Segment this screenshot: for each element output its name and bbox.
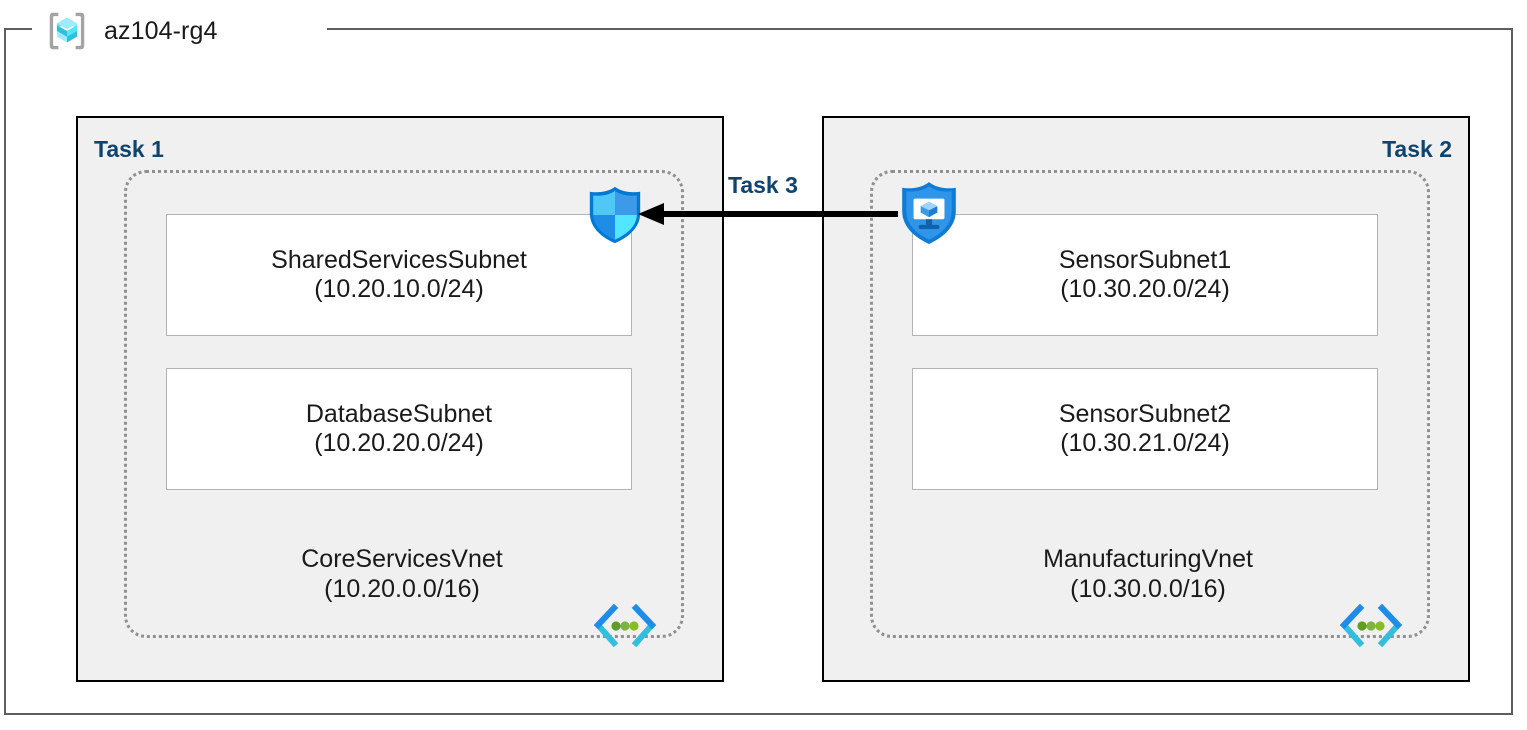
resource-group-icon	[49, 12, 85, 50]
resource-group-frame	[4, 28, 1513, 715]
task-1-label: Task 1	[94, 136, 164, 162]
resource-group-frame-top-right	[327, 28, 1513, 30]
resource-group-header: az104-rg4	[44, 4, 228, 58]
firewall-icon	[902, 182, 956, 244]
vnet-caption-manufacturingvnet: ManufacturingVnet (10.30.0.0/16)	[868, 544, 1428, 604]
vnet-name: ManufacturingVnet	[1043, 545, 1253, 573]
vnet-boundary-manufacturingvnet	[870, 170, 1430, 638]
subnet-cidr: (10.20.10.0/24)	[314, 275, 484, 303]
subnet-box-sharedservicessubnet: SharedServicesSubnet (10.20.10.0/24)	[166, 214, 632, 336]
subnet-cidr: (10.30.20.0/24)	[1060, 275, 1230, 303]
subnet-name: SensorSubnet2	[1058, 399, 1232, 428]
vnet-boundary-coreservicesvnet	[124, 170, 684, 638]
subnet-box-sensorsubnet2: SensorSubnet2 (10.30.21.0/24)	[912, 368, 1378, 490]
subnet-cidr: (10.20.20.0/24)	[314, 429, 484, 457]
resource-group-frame-top-left	[4, 28, 32, 30]
vnet-cidr: (10.30.0.0/16)	[1070, 575, 1226, 603]
task-3-label: Task 3	[724, 172, 802, 199]
subnet-box-sensorsubnet1: SensorSubnet1 (10.30.20.0/24)	[912, 214, 1378, 336]
vnet-name: CoreServicesVnet	[301, 545, 503, 573]
vnet-caption-coreservicesvnet: CoreServicesVnet (10.20.0.0/16)	[122, 544, 682, 604]
vnet-cidr: (10.20.0.0/16)	[324, 575, 480, 603]
resource-group-title: az104-rg4	[104, 16, 218, 45]
subnet-name: SensorSubnet1	[1058, 245, 1232, 274]
task-2-label: Task 2	[1382, 136, 1452, 162]
virtual-network-icon	[1339, 604, 1403, 648]
subnet-name: SharedServicesSubnet	[271, 245, 527, 274]
virtual-network-icon	[593, 604, 657, 648]
subnet-box-databasesubnet: DatabaseSubnet (10.20.20.0/24)	[166, 368, 632, 490]
subnet-name: DatabaseSubnet	[305, 399, 493, 428]
subnet-cidr: (10.30.21.0/24)	[1060, 429, 1230, 457]
network-security-group-icon	[589, 186, 641, 244]
